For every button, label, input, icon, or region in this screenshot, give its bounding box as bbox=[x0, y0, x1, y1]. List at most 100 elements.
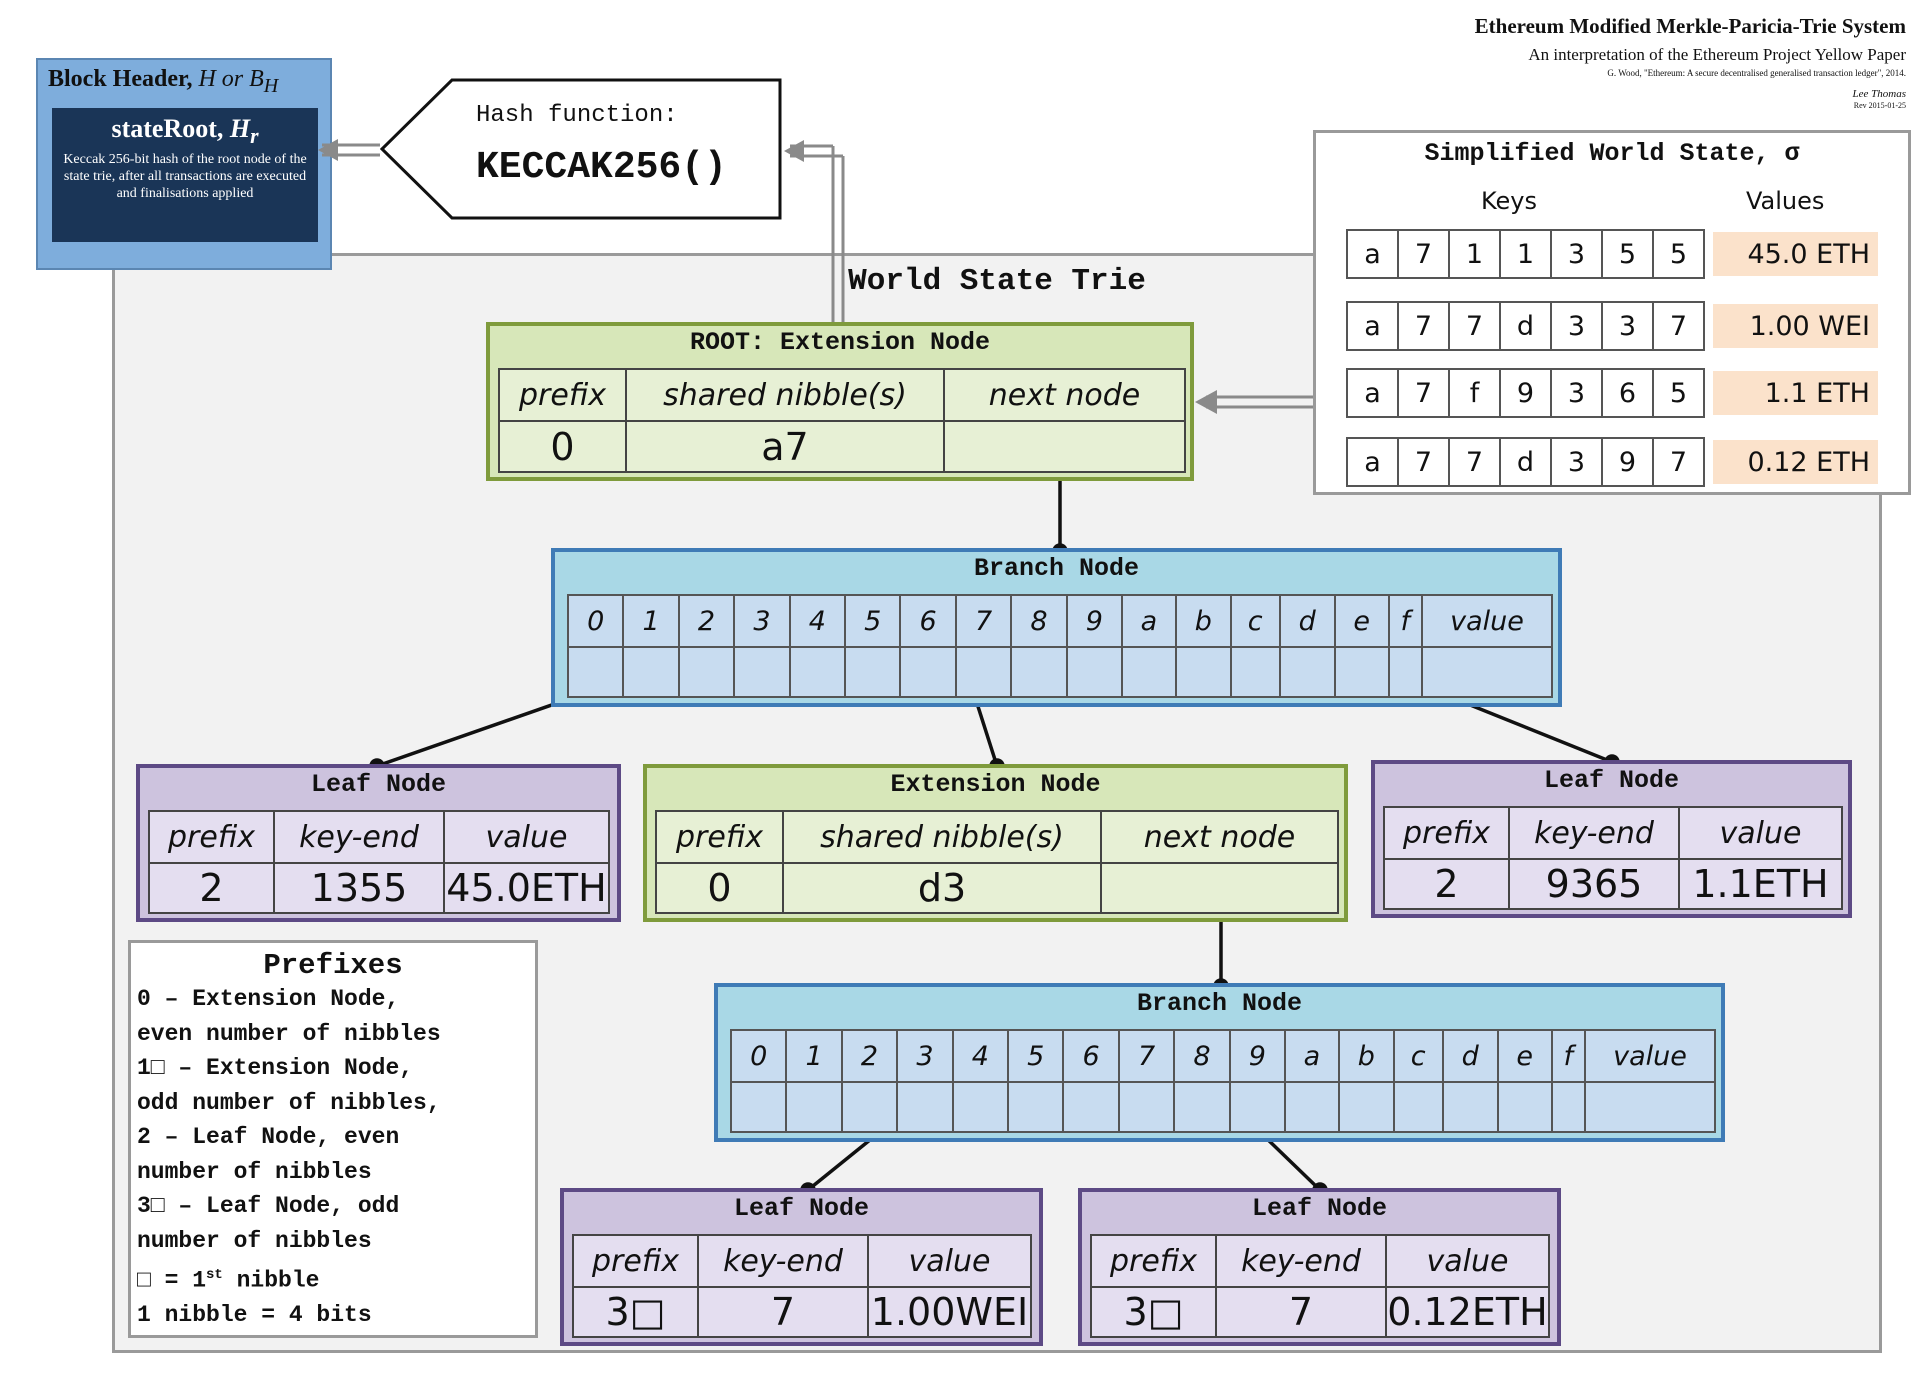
world-state-value: 45.0 ETH bbox=[1713, 232, 1878, 276]
leaf-node-left-title: Leaf Node bbox=[310, 770, 447, 799]
leaf-bl-value: 1.00WEI bbox=[867, 1286, 1032, 1338]
leaf-bl-keyend-value: 7 bbox=[697, 1286, 869, 1338]
branch-node-2-slot-cell bbox=[951, 1081, 1010, 1133]
branch-node-1-slot-cell bbox=[566, 646, 625, 698]
prefixes-legend: Prefixes 0 – Extension Node,even number … bbox=[128, 940, 538, 1338]
prefixes-title: Prefixes bbox=[263, 949, 403, 982]
branch-node-1-slot-cell bbox=[677, 646, 736, 698]
world-state-key-nibble: 7 bbox=[1652, 437, 1705, 487]
extension-node: Extension Node prefix shared nibble(s) n… bbox=[643, 764, 1348, 922]
hash-to-stateroot-arrow bbox=[318, 139, 380, 161]
world-state-key-nibble: 7 bbox=[1397, 437, 1450, 487]
branch-node-2-slot-cell bbox=[1337, 1081, 1395, 1133]
branch-node-2-slot-cell bbox=[1441, 1081, 1499, 1133]
world-state-key-nibble: 3 bbox=[1601, 301, 1654, 351]
block-header: Block Header, H or BH stateRoot, Hr Kecc… bbox=[36, 58, 332, 270]
branch-node-2-slot-cell bbox=[1117, 1081, 1176, 1133]
branch-node-1-slot-cell bbox=[1421, 646, 1553, 698]
leaf-bl-value-header: value bbox=[867, 1234, 1032, 1288]
branch-node-2-slot-label: a bbox=[1284, 1029, 1340, 1083]
hash-function-name: KECCAK256() bbox=[476, 146, 727, 189]
branch-node-2-slot-label: 6 bbox=[1062, 1029, 1120, 1083]
world-state-key-nibble: 1 bbox=[1448, 229, 1501, 279]
world-state-value: 0.12 ETH bbox=[1713, 440, 1878, 484]
leaf-node-bottom-right-table: prefix key-end value 3□ 7 0.12ETH bbox=[1090, 1234, 1550, 1338]
root-shared-header: shared nibble(s) bbox=[625, 368, 945, 422]
branch-node-1-slot-cell bbox=[1174, 646, 1232, 698]
world-state-key-nibble: 7 bbox=[1652, 301, 1705, 351]
branch-node-1-slot-cell bbox=[1065, 646, 1124, 698]
prefixes-line: 3□ – Leaf Node, odd bbox=[137, 1193, 400, 1219]
prefixes-line: odd number of nibbles, bbox=[137, 1089, 441, 1116]
branch-node-2-slot-label: f bbox=[1550, 1029, 1587, 1083]
root-next-header: next node bbox=[943, 368, 1186, 422]
extension-next-node-cell bbox=[1100, 862, 1339, 914]
world-state-key-nibble: 6 bbox=[1601, 368, 1654, 418]
leaf-br-prefix-header: prefix bbox=[1090, 1234, 1217, 1288]
branch-node-2-slot-label: 1 bbox=[785, 1029, 843, 1083]
world-state-values-label: Values bbox=[1746, 187, 1825, 215]
branch-node-2-slot-label: c bbox=[1392, 1029, 1444, 1083]
leaf-right-keyend-header: key-end bbox=[1508, 806, 1680, 860]
world-state-value: 1.1 ETH bbox=[1713, 371, 1878, 415]
block-header-title: Block Header, H or BH bbox=[48, 66, 279, 97]
branch-node-2-title: Branch Node bbox=[1136, 989, 1303, 1018]
branch-node-2-slot-cell bbox=[1173, 1081, 1231, 1133]
diagram-subtitle: An interpretation of the Ethereum Projec… bbox=[1528, 45, 1906, 64]
leaf-node-left: Leaf Node prefix key-end value 2 1355 45… bbox=[136, 764, 621, 922]
prefixes-lines: 0 – Extension Node,even number of nibble… bbox=[137, 982, 529, 1258]
prefixes-line: even number of nibbles bbox=[137, 1020, 441, 1047]
state-root-label: stateRoot, Hr bbox=[111, 114, 259, 149]
leaf-left-value-header: value bbox=[443, 810, 610, 864]
branch-node-2-slot-cell bbox=[1496, 1081, 1553, 1133]
branch-node-2-slot-cell bbox=[1062, 1081, 1120, 1133]
world-state-key-nibble: 1 bbox=[1499, 229, 1552, 279]
branch-node-1-title: Branch Node bbox=[973, 554, 1140, 583]
world-state-key-nibble: 7 bbox=[1397, 301, 1450, 351]
state-root-description: Keccak 256-bit hash of the root node of … bbox=[63, 152, 307, 202]
branch-node-2-slot-label: 0 bbox=[729, 1029, 788, 1083]
branch-node-2-slot-cell bbox=[896, 1081, 954, 1133]
branch-node-1-slot-cell bbox=[1010, 646, 1068, 698]
extension-prefix-header: prefix bbox=[655, 810, 784, 864]
branch-node-1-slot-label: 6 bbox=[899, 594, 957, 648]
branch-node-1-slot-cell bbox=[788, 646, 847, 698]
branch-node-1-slot-label: 1 bbox=[622, 594, 680, 648]
branch-node-2-slot-cell bbox=[1284, 1081, 1340, 1133]
root-prefix-header: prefix bbox=[498, 368, 627, 422]
world-state-key-nibble: 5 bbox=[1652, 368, 1705, 418]
root-prefix-value: 0 bbox=[498, 420, 627, 473]
extension-prefix-value: 0 bbox=[655, 862, 784, 914]
leaf-right-keyend-value: 9365 bbox=[1508, 858, 1680, 910]
branch-node-2-slot-label: value bbox=[1584, 1029, 1716, 1083]
leaf-right-prefix-value: 2 bbox=[1383, 858, 1510, 910]
world-state-key-nibble: 9 bbox=[1601, 437, 1654, 487]
extension-node-table: prefix shared nibble(s) next node 0 d3 bbox=[655, 810, 1339, 914]
branch-node-2-slot-cell bbox=[1584, 1081, 1716, 1133]
prefixes-line: 2 – Leaf Node, even bbox=[137, 1124, 400, 1150]
leaf-br-value-header: value bbox=[1385, 1234, 1550, 1288]
branch-node-1-slot-label: d bbox=[1278, 594, 1336, 648]
world-state-key-nibble: 7 bbox=[1397, 229, 1450, 279]
branch-node-1-slot-label: 0 bbox=[566, 594, 625, 648]
branch-node-1-slot-label: 2 bbox=[677, 594, 736, 648]
branch-node-1-slot-label: a bbox=[1121, 594, 1177, 648]
prefixes-line: 1□ – Extension Node, bbox=[137, 1055, 414, 1081]
branch-node-1-slot-label: 5 bbox=[844, 594, 902, 648]
leaf-left-prefix-value: 2 bbox=[148, 862, 275, 914]
branch-node-2-slot-label: 8 bbox=[1173, 1029, 1231, 1083]
prefixes-line: number of nibbles bbox=[137, 1227, 372, 1254]
branch-node-1-slot-label: 8 bbox=[1010, 594, 1068, 648]
branch-node-2-slot-label: 9 bbox=[1228, 1029, 1287, 1083]
world-state-key-nibble: 7 bbox=[1448, 437, 1501, 487]
leaf-right-prefix-header: prefix bbox=[1383, 806, 1510, 860]
leaf-left-prefix-header: prefix bbox=[148, 810, 275, 864]
world-state-title: Simplified World State, σ bbox=[1424, 139, 1800, 168]
prefixes-bits-line: 1 nibble = 4 bits bbox=[137, 1302, 372, 1329]
branch-node-2-slot-label: 7 bbox=[1117, 1029, 1176, 1083]
world-state-key-nibble: 3 bbox=[1550, 437, 1603, 487]
branch-node-1-slot-label: e bbox=[1333, 594, 1390, 648]
